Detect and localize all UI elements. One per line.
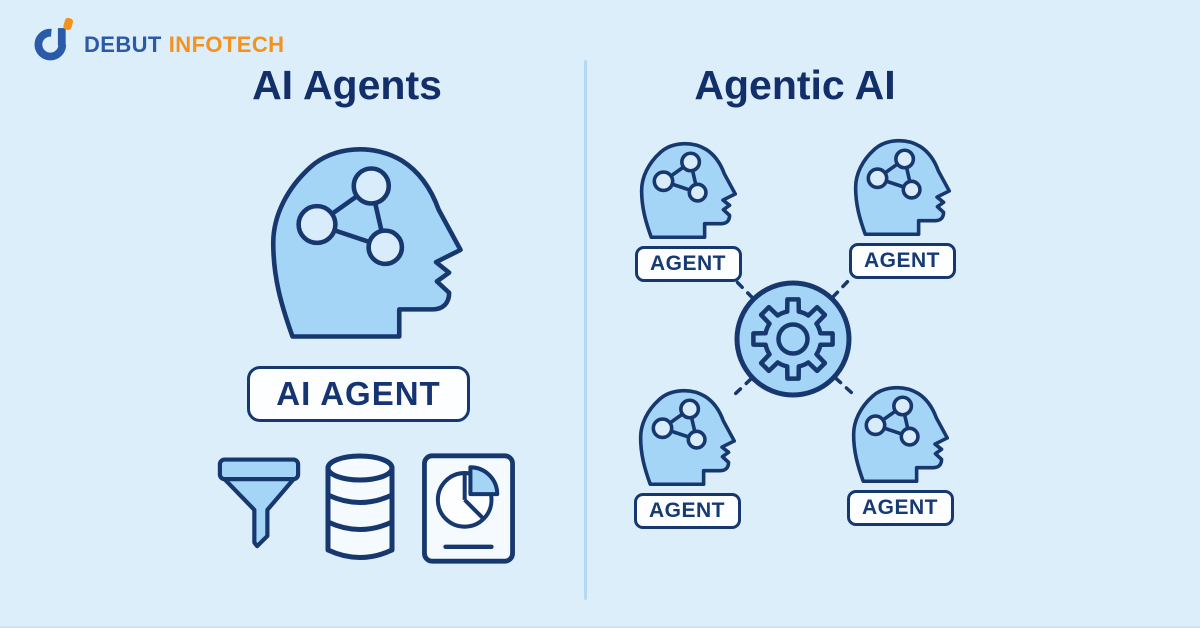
brand-name-primary: DEBUT — [84, 32, 162, 57]
agent-unit-bottom-left: AGENT — [632, 387, 742, 529]
agent-head-icon — [638, 387, 736, 487]
brand-name: DEBUT INFOTECH — [84, 32, 284, 64]
agent-label: AGENT — [634, 246, 742, 282]
head-with-network-icon — [268, 140, 464, 344]
brand-logo: DEBUT INFOTECH — [32, 16, 284, 64]
brand-name-secondary: INFOTECH — [168, 32, 285, 57]
debut-infotech-d-logo-icon — [34, 17, 74, 61]
funnel-icon — [217, 457, 301, 549]
ai-agent-badge: AI AGENT — [247, 366, 470, 422]
agent-unit-top-right: AGENT — [847, 137, 957, 279]
agent-label: AGENT — [846, 490, 954, 526]
pie-chart-report-icon — [422, 453, 515, 564]
right-panel-title: Agentic AI — [694, 62, 896, 108]
panel-divider — [584, 60, 587, 600]
agent-label: AGENT — [848, 243, 956, 279]
agent-head-icon — [853, 137, 951, 237]
agent-unit-bottom-right: AGENT — [845, 384, 955, 526]
agentic-ai-cluster: AGENT AGENT AGENT AGENT — [585, 130, 1005, 540]
agent-label: AGENT — [633, 493, 741, 529]
database-icon — [325, 453, 395, 560]
agent-head-icon — [851, 384, 949, 484]
gear-icon — [734, 280, 852, 398]
agent-unit-top-left: AGENT — [633, 140, 743, 282]
agent-head-icon — [639, 140, 737, 240]
left-panel-title: AI Agents — [252, 62, 442, 108]
